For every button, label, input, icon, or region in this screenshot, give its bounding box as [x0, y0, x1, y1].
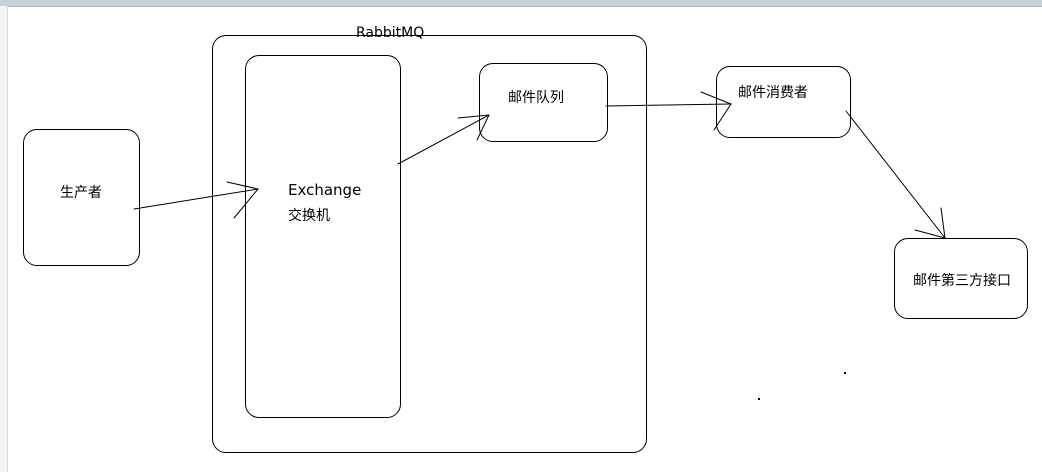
rabbitmq-label: RabbitMQ	[356, 25, 425, 41]
mail-queue-node	[479, 63, 608, 142]
exchange-label-cn: 交换机	[288, 208, 330, 224]
exchange-node	[245, 55, 401, 418]
stray-dot	[844, 372, 846, 374]
stray-dot	[758, 398, 760, 400]
exchange-label-en: Exchange	[288, 181, 362, 199]
rabbitmq-container	[212, 35, 647, 453]
producer-node	[23, 129, 140, 266]
mail-queue-label: 邮件队列	[508, 90, 564, 106]
mail-consumer-node	[716, 66, 851, 138]
canvas-left-margin	[0, 6, 8, 472]
mail-third-party-api-label: 邮件第三方接口	[913, 273, 1011, 289]
arrow-exchange-to-queue	[397, 114, 490, 165]
mail-third-party-api-node	[894, 238, 1028, 319]
arrow-producer-to-exchange	[133, 181, 259, 219]
mail-consumer-label: 邮件消费者	[738, 85, 808, 101]
producer-label: 生产者	[60, 185, 102, 201]
arrow-queue-to-consumer	[605, 91, 732, 131]
arrow-consumer-to-third-party-api	[845, 110, 946, 239]
window-top-bar	[0, 0, 1042, 7]
